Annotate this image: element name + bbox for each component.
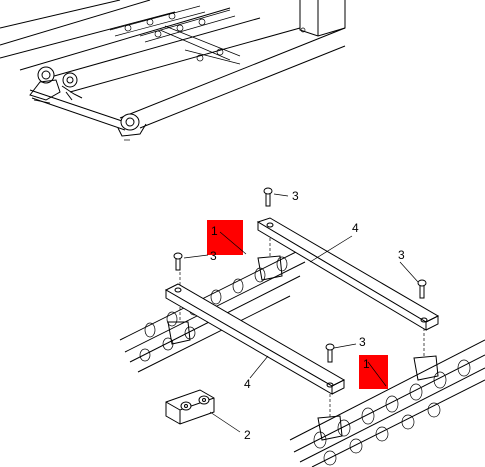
slat-bar-lower	[164, 283, 346, 395]
rivet-left	[173, 252, 183, 271]
callout-1-lower: 1	[363, 357, 370, 371]
rivet-middle	[325, 343, 335, 363]
slat-bar-upper	[256, 217, 440, 331]
rivet-right	[417, 279, 427, 299]
conveyor-overview	[0, 0, 346, 141]
callout-4-lower: 4	[244, 377, 251, 391]
callout-4-upper: 4	[352, 221, 359, 235]
highlight-box-upper	[207, 220, 243, 255]
callout-3-middle: 3	[359, 335, 366, 349]
connecting-link	[165, 389, 215, 425]
callout-3-right: 3	[398, 248, 405, 262]
callout-3-left: 3	[210, 249, 217, 263]
exploded-view: 1 1 2 3 3 3 3 4 4	[119, 187, 485, 467]
callout-1-upper: 1	[211, 224, 218, 238]
callout-2: 2	[244, 428, 251, 442]
rivet-top	[263, 187, 273, 207]
leader-lines	[183, 193, 419, 433]
chain-right	[289, 339, 485, 467]
highlight-box-lower	[359, 355, 388, 389]
callout-3-top: 3	[292, 189, 299, 203]
